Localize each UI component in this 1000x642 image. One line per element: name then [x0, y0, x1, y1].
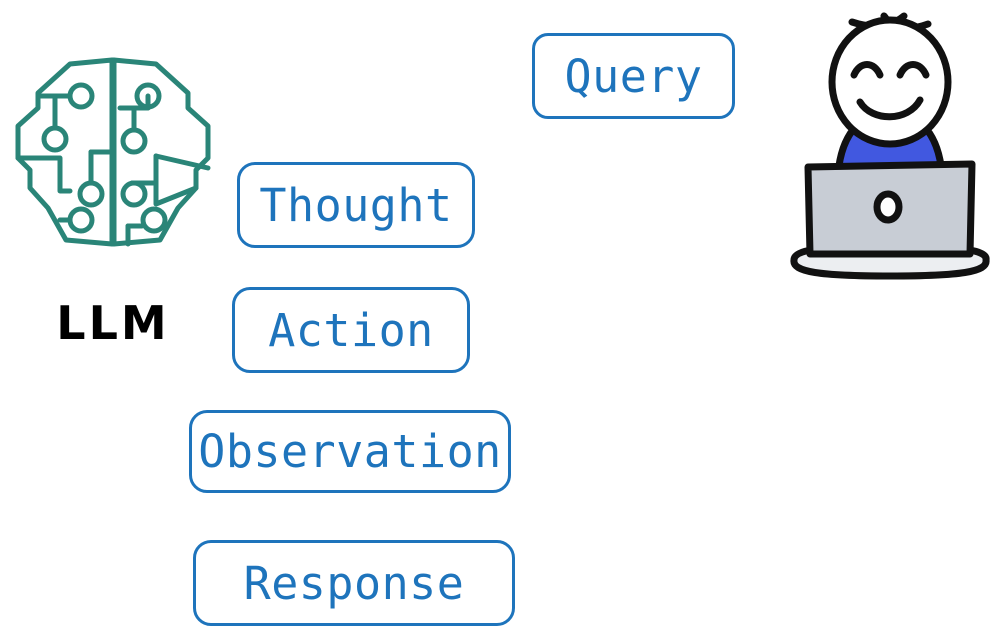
action-label: Action: [268, 303, 434, 357]
llm-group: LLM: [8, 48, 218, 346]
query-box[interactable]: Query: [532, 33, 735, 119]
thought-box[interactable]: Thought: [237, 162, 475, 248]
smiling-eyes-icon: [850, 61, 930, 79]
laptop-logo-icon: [873, 190, 903, 224]
user-figure-group: [780, 2, 1000, 287]
smile-mouth-icon: [856, 96, 924, 121]
stick-person-with-laptop-icon: [790, 12, 990, 280]
query-label: Query: [564, 49, 703, 103]
brain-circuit-icon: [15, 57, 211, 247]
observation-label: Observation: [198, 425, 502, 478]
response-box[interactable]: Response: [193, 540, 515, 626]
head-shape: [828, 16, 952, 148]
thought-label: Thought: [259, 178, 453, 232]
action-box[interactable]: Action: [232, 287, 470, 373]
response-label: Response: [243, 556, 465, 610]
llm-caption-label: LLM: [56, 296, 170, 350]
observation-box[interactable]: Observation: [189, 410, 511, 493]
